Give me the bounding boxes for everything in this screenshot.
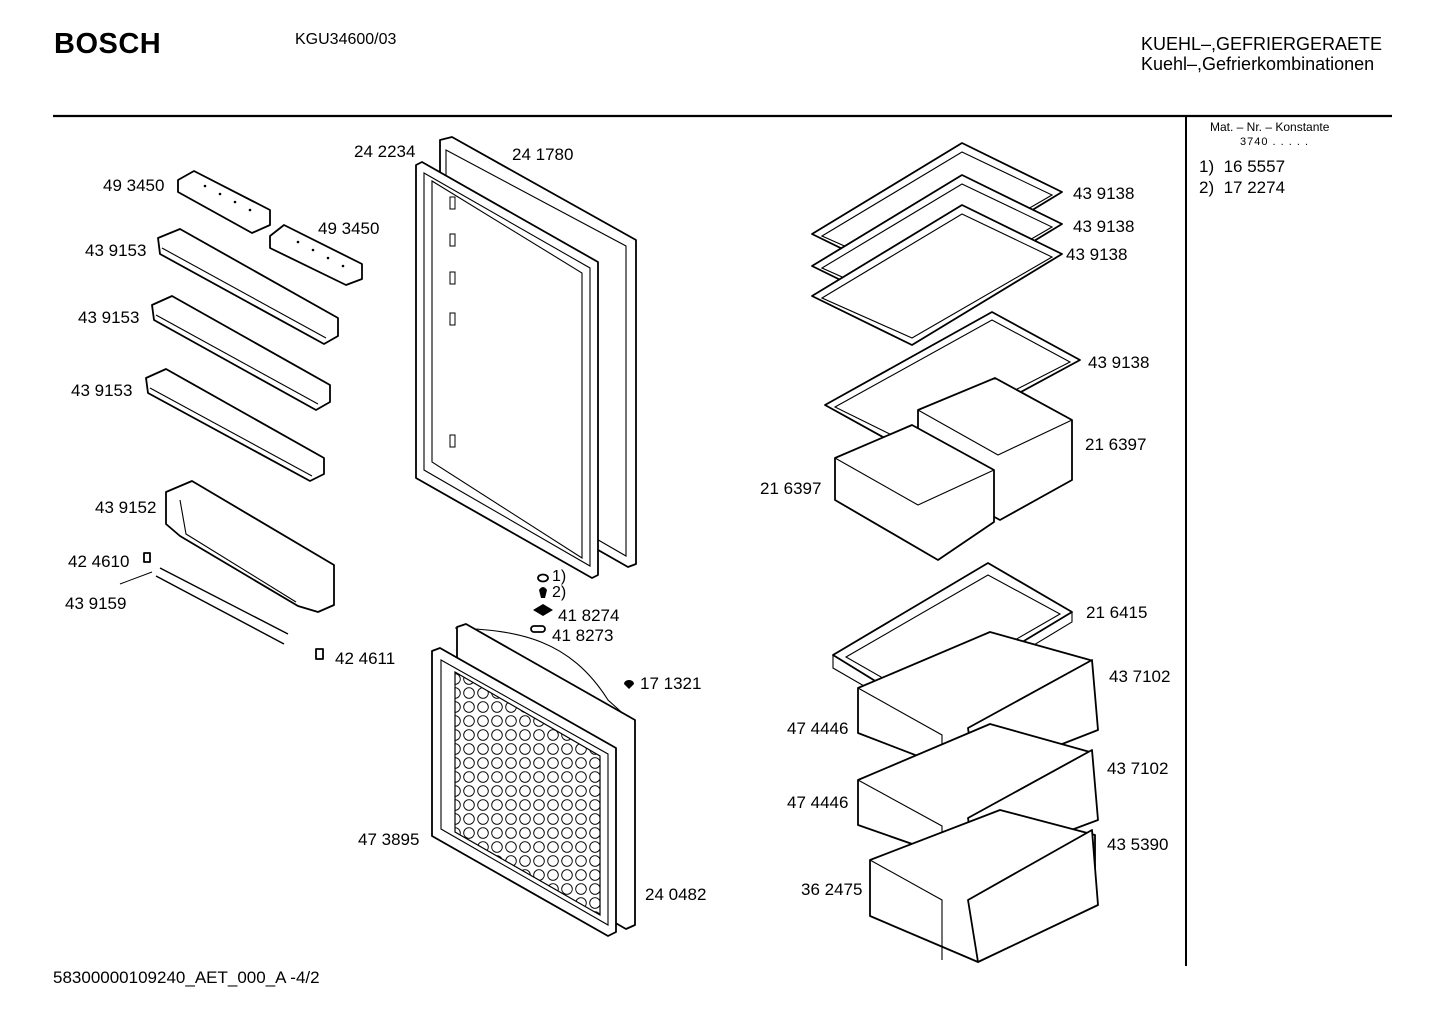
label-242234: 24 2234 <box>354 142 415 161</box>
label-437102-a: 43 7102 <box>1109 667 1170 686</box>
label-362475: 36 2475 <box>801 880 862 899</box>
label-439138-c: 43 9138 <box>1066 245 1127 264</box>
glass-shelves-drawing <box>811 142 1081 453</box>
document-code: 58300000109240_AET_000_A -4/2 <box>53 968 320 987</box>
label-216397-a: 21 6397 <box>1085 435 1146 454</box>
label-493450-b: 49 3450 <box>318 219 379 238</box>
label-418273: 41 8273 <box>552 626 613 645</box>
label-439159: 43 9159 <box>65 594 126 613</box>
door-racks-drawing <box>119 170 363 660</box>
label-474446-b: 47 4446 <box>787 793 848 812</box>
label-435390: 43 5390 <box>1107 835 1168 854</box>
label-439153-b: 43 9153 <box>78 308 139 327</box>
label-note-1: 1) <box>552 568 566 585</box>
label-418274: 41 8274 <box>558 606 619 625</box>
brand-logo: BOSCH <box>54 28 162 60</box>
note-part-number: 17 2274 <box>1223 178 1286 197</box>
mat-nr-label: Mat. – Nr. – Konstante <box>1210 120 1330 134</box>
category-title: KUEHL–,GEFRIERGERAETE <box>1141 34 1383 54</box>
note-marker: 2) <box>1199 178 1215 197</box>
label-171321: 17 1321 <box>640 674 701 693</box>
fridge-door-drawing <box>415 136 637 579</box>
label-439152: 43 9152 <box>95 498 156 517</box>
freezer-door-drawing <box>431 623 636 937</box>
label-439153-c: 43 9153 <box>71 381 132 400</box>
note-1: 1) 16 5557 <box>1199 157 1285 177</box>
mat-nr-value: 3740 . . . . . <box>1240 136 1310 148</box>
label-241780: 24 1780 <box>512 145 573 164</box>
note-marker: 1) <box>1199 157 1215 176</box>
model-number: KGU34600/03 <box>295 31 397 48</box>
note-part-number: 16 5557 <box>1223 157 1286 176</box>
category-subtitle: Kuehl–,Gefrierkombinationen <box>1141 54 1375 74</box>
label-439153-a: 43 9153 <box>85 241 146 260</box>
label-216415: 21 6415 <box>1086 603 1147 622</box>
label-240482: 24 0482 <box>645 885 706 904</box>
label-216397-b: 21 6397 <box>760 479 821 498</box>
label-439138-a: 43 9138 <box>1073 184 1134 203</box>
vegetable-containers-drawing <box>834 377 1073 561</box>
hinge-small-parts <box>530 573 634 689</box>
label-473895: 47 3895 <box>358 830 419 849</box>
label-437102-b: 43 7102 <box>1107 759 1168 778</box>
label-474446-a: 47 4446 <box>787 719 848 738</box>
label-439138-b: 43 9138 <box>1073 217 1134 236</box>
freezer-drawers-drawing <box>832 562 1099 963</box>
label-note-2: 2) <box>552 584 566 601</box>
label-424610: 42 4610 <box>68 552 129 571</box>
label-493450-a: 49 3450 <box>103 176 164 195</box>
note-2: 2) 17 2274 <box>1199 178 1285 198</box>
label-439138-d: 43 9138 <box>1088 353 1149 372</box>
label-424611: 42 4611 <box>335 649 395 668</box>
